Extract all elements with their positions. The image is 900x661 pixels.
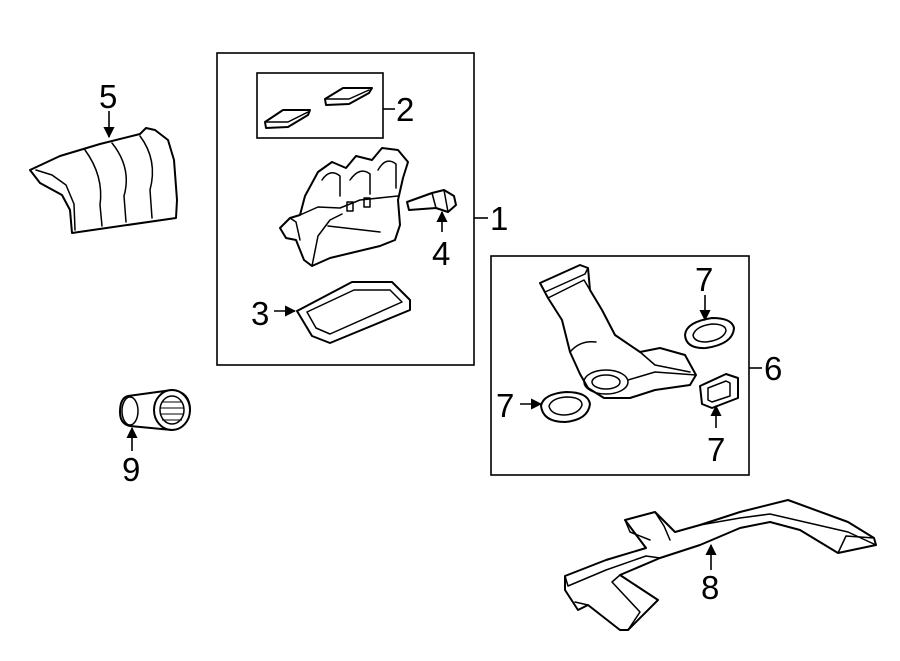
callout-2: 2 bbox=[396, 91, 414, 128]
callout-5: 5 bbox=[99, 78, 117, 115]
part-4-actuator bbox=[406, 189, 457, 213]
callout-1: 1 bbox=[490, 200, 508, 237]
part-7-grommet-lower-right bbox=[699, 373, 739, 409]
part-1-distribution-housing bbox=[279, 147, 409, 267]
callout-3: 3 bbox=[251, 295, 269, 332]
callout-4: 4 bbox=[432, 235, 450, 272]
part-3-seal-frame bbox=[296, 281, 411, 344]
group-box-6 bbox=[490, 255, 750, 476]
callout-7-upper: 7 bbox=[695, 261, 713, 298]
callout-7-left: 7 bbox=[496, 387, 514, 424]
group-box-2 bbox=[256, 72, 384, 139]
part-8-rear-duct bbox=[564, 499, 877, 631]
part-6-floor-duct bbox=[539, 264, 697, 399]
callout-6: 6 bbox=[764, 350, 782, 387]
group-box-1 bbox=[216, 52, 475, 366]
part-7-grommet-lower-left bbox=[540, 391, 591, 423]
part-7-grommet-upper bbox=[684, 317, 735, 350]
callout-8: 8 bbox=[701, 569, 719, 606]
callout-9: 9 bbox=[122, 451, 140, 488]
part-5-duct-cover bbox=[29, 127, 178, 234]
callout-7-right: 7 bbox=[707, 431, 725, 468]
part-9-round-vent bbox=[119, 389, 191, 431]
part-2-pads bbox=[264, 87, 373, 129]
